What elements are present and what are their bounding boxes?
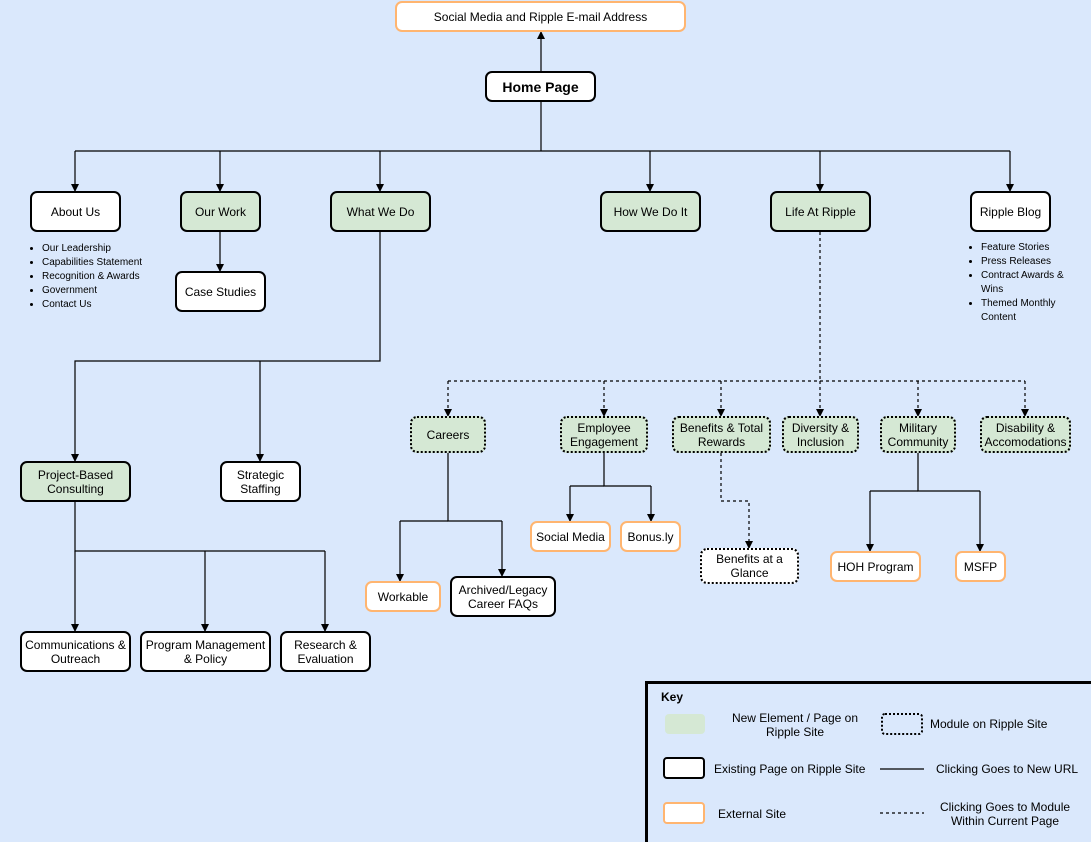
legend-label-new-url: Clicking Goes to New URL: [936, 762, 1079, 776]
list-item: Press Releases: [981, 255, 1081, 269]
list-item: Themed Monthly Content: [981, 297, 1081, 325]
legend-swatch-module: [881, 713, 923, 735]
about-us-node: About Us: [30, 191, 121, 232]
node-line: Strategic: [236, 467, 285, 482]
legend-line: Within Current Page: [950, 814, 1060, 828]
legend-line: New Element / Page on: [731, 711, 859, 725]
our-work-node: Our Work: [180, 191, 261, 232]
legend-label-existing-page: Existing Page on Ripple Site: [714, 762, 866, 776]
node-line: Inclusion: [796, 434, 845, 449]
node-line: Rewards: [697, 434, 746, 449]
node-line: Career FAQs: [467, 596, 539, 611]
hoh-program-node: HOH Program: [830, 551, 921, 582]
bonus-ly-node: Bonus.ly: [620, 521, 681, 552]
node-line: Research &: [294, 637, 357, 652]
msfp-node: MSFP: [955, 551, 1006, 582]
social-media-email-node: Social Media and Ripple E-mail Address: [395, 1, 686, 32]
node-line: Glance: [730, 566, 769, 580]
node-line: Project-Based: [37, 467, 114, 482]
node-line: Outreach: [50, 651, 101, 666]
node-line: Military: [899, 420, 937, 435]
legend-line: Ripple Site: [765, 725, 825, 739]
legend-swatch-existing-page: [663, 757, 705, 779]
node-line: Benefits at a: [716, 552, 783, 566]
node-line: Disability &: [995, 420, 1056, 435]
list-item: Capabilities Statement: [42, 256, 142, 270]
what-we-do-node: What We Do: [330, 191, 431, 232]
node-line: Evaluation: [297, 651, 354, 666]
node-line: Archived/Legacy: [458, 582, 548, 597]
life-at-ripple-node: Life At Ripple: [770, 191, 871, 232]
research-evaluation-node: Research &Evaluation: [280, 631, 371, 672]
legend-dashed-line: [880, 812, 924, 814]
how-we-do-it-node: How We Do It: [600, 191, 701, 232]
list-item: Our Leadership: [42, 242, 142, 256]
node-line: & Policy: [183, 651, 228, 666]
list-item: Recognition & Awards: [42, 270, 142, 284]
ripple-blog-node: Ripple Blog: [970, 191, 1051, 232]
about-us-list: Our Leadership Capabilities Statement Re…: [28, 242, 142, 312]
careers-module-node: Careers: [410, 416, 486, 453]
legend-label-module: Module on Ripple Site: [930, 717, 1048, 731]
diversity-inclusion-module-node: Diversity &Inclusion: [782, 416, 859, 453]
node-line: Benefits & Total: [679, 420, 764, 435]
node-line: Accomodations: [984, 434, 1067, 449]
list-item: Contact Us: [42, 298, 142, 312]
case-studies-node: Case Studies: [175, 271, 266, 312]
node-line: Community: [887, 434, 949, 449]
list-item: Government: [42, 284, 142, 298]
workable-node: Workable: [365, 581, 441, 612]
communications-outreach-node: Communications &Outreach: [20, 631, 131, 672]
home-page-node: Home Page: [485, 71, 596, 102]
legend-label-external: External Site: [718, 807, 787, 821]
node-line: Program Management: [145, 637, 266, 652]
legend-swatch-external: [663, 802, 705, 824]
node-line: Consulting: [47, 481, 104, 496]
legend-solid-line: [880, 768, 924, 770]
legend-title: Key: [661, 690, 684, 704]
list-item: Feature Stories: [981, 241, 1081, 255]
program-management-policy-node: Program Management& Policy: [140, 631, 271, 672]
node-line: Employee: [577, 420, 631, 435]
list-item: Contract Awards & Wins: [981, 269, 1081, 297]
node-line: Engagement: [569, 434, 639, 449]
social-media-node: Social Media: [530, 521, 611, 552]
legend-line: Clicking Goes to Module: [939, 800, 1071, 814]
node-line: Diversity &: [791, 420, 850, 435]
node-line: Staffing: [240, 481, 281, 496]
ripple-blog-list: Feature Stories Press Releases Contract …: [967, 241, 1081, 325]
disability-accomodations-module-node: Disability &Accomodations: [980, 416, 1071, 453]
legend-swatch-new-element: [665, 714, 705, 734]
node-line: Communications &: [25, 637, 126, 652]
